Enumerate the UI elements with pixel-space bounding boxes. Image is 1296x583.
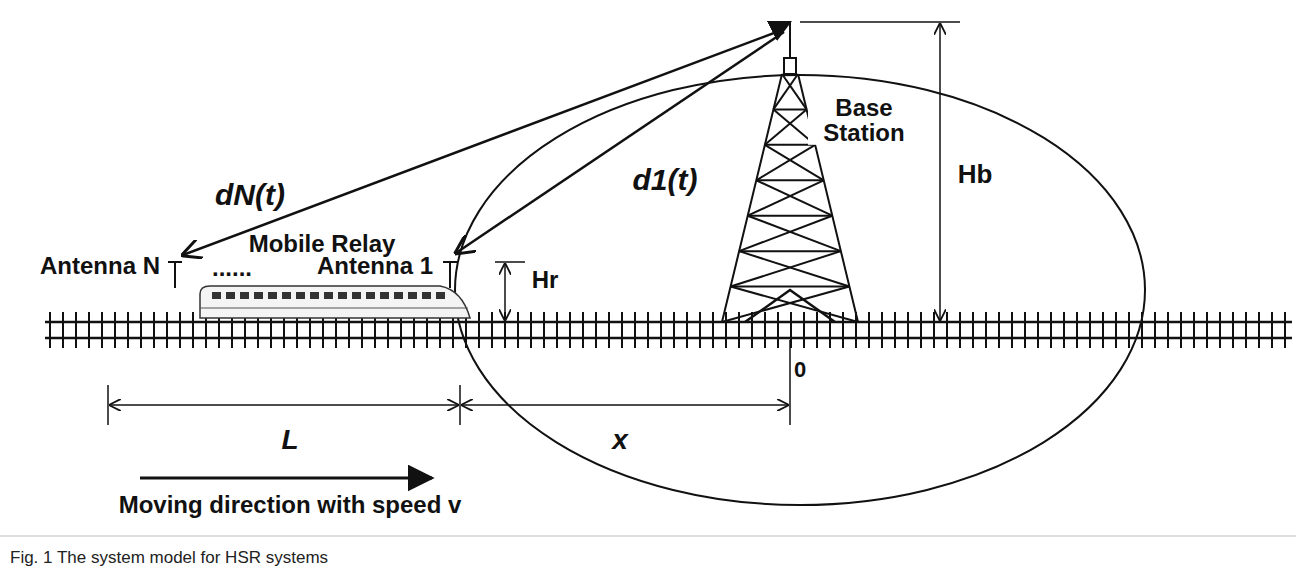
figure-label: x bbox=[612, 425, 628, 454]
figure-label: Moving direction with speed v bbox=[119, 492, 462, 517]
figure-label: L bbox=[281, 425, 298, 454]
figure-label: dN(t) bbox=[215, 179, 285, 211]
figure-label: Antenna N bbox=[40, 253, 160, 278]
height-dimension bbox=[495, 22, 960, 322]
figure-label: Base Station bbox=[808, 95, 920, 145]
distance-line bbox=[456, 32, 784, 253]
caption-rule bbox=[0, 536, 1296, 537]
rail bbox=[45, 337, 1292, 340]
figure-caption: Fig. 1 The system model for HSR systems bbox=[10, 548, 328, 568]
figure-label: d1(t) bbox=[633, 164, 698, 196]
base-station-tower bbox=[722, 22, 858, 322]
direction-arrow bbox=[140, 477, 432, 480]
coverage-ellipse bbox=[455, 75, 1145, 505]
figure-label: Hr bbox=[532, 267, 559, 292]
figure-label: 0 bbox=[794, 358, 806, 381]
figure-label: Antenna 1 bbox=[317, 253, 433, 278]
figure-label: ...... bbox=[212, 255, 252, 280]
distance-dimension bbox=[108, 340, 790, 425]
distance-line bbox=[183, 30, 782, 255]
figure-label: Hb bbox=[958, 161, 993, 188]
rail bbox=[45, 321, 1292, 324]
